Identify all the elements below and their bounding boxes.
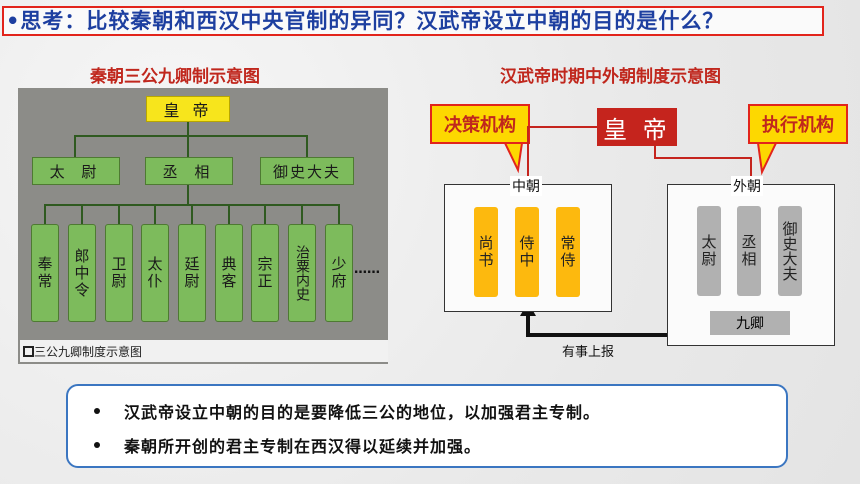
qin-emperor-box: 皇 帝 [146, 96, 230, 122]
discussion-question: •思考：比较秦朝和西汉中央官制的异同？汉武帝设立中朝的目的是什么？ [2, 6, 824, 36]
jiuqing-zongzheng: 宗正 [251, 224, 279, 322]
outer-jiuqing: 九卿 [710, 311, 790, 335]
outer-yushidafu: 御史大夫 [778, 206, 802, 296]
connector [81, 204, 83, 224]
summary-box [66, 384, 788, 468]
sangong-chengxiang: 丞 相 [145, 157, 233, 185]
execution-pointer [756, 142, 778, 176]
left-diagram-title: 秦朝三公九卿制示意图 [90, 67, 260, 87]
inner-changshi: 常侍 [556, 207, 580, 297]
sangong-taiwei: 太 尉 [32, 157, 120, 185]
outer-taiwei: 太尉 [697, 206, 721, 296]
report-label: 有事上报 [562, 345, 615, 360]
jiuqing-tingwei: 廷尉 [178, 224, 206, 322]
connector [118, 204, 120, 224]
execution-callout: 执行机构 [748, 104, 848, 144]
connector [154, 204, 156, 224]
inner-court-label: 中朝 [510, 176, 542, 196]
left-diagram-caption: 三公九卿制度示意图 [20, 340, 388, 362]
caption-text: 三公九卿制度示意图 [34, 344, 143, 359]
bullet-dot [94, 442, 100, 448]
inner-shangshu: 尚书 [474, 207, 498, 297]
connector [44, 204, 46, 224]
connector [338, 204, 340, 224]
outer-chengxiang: 丞相 [737, 206, 761, 296]
connector [301, 204, 303, 224]
sangong-yushidafu: 御史大夫 [260, 157, 354, 185]
square-bullet-icon [23, 346, 34, 357]
jiuqing-fengchang: 奉常 [31, 224, 59, 322]
decision-pointer [503, 142, 524, 174]
jiuqing-zhisuneishi: 治粟内史 [288, 224, 316, 322]
connector [264, 204, 266, 224]
summary-bullet-1: 汉武帝设立中朝的目的是要降低三公的地位，以加强君主专制。 [124, 403, 601, 422]
jiuqing-taipu: 太仆 [141, 224, 169, 322]
bullet-dot [94, 408, 100, 414]
ellipsis: …… [354, 262, 380, 277]
outer-court-label: 外朝 [731, 176, 763, 196]
han-emperor-box: 皇 帝 [597, 108, 677, 146]
decision-callout: 决策机构 [430, 104, 530, 144]
connector [228, 204, 230, 224]
connector [306, 135, 308, 157]
emperor-to-inner [527, 126, 597, 176]
jiuqing-weiwei: 卫尉 [105, 224, 133, 322]
jiuqing-dianke: 典客 [215, 224, 243, 322]
connector [74, 135, 76, 157]
jiuqing-langzhongling: 郎中令 [68, 224, 96, 322]
connector [187, 185, 189, 205]
connector [191, 204, 193, 224]
connector [187, 122, 189, 136]
inner-shizhong: 侍中 [515, 207, 539, 297]
connector [187, 135, 189, 157]
right-diagram-title: 汉武帝时期中外朝制度示意图 [500, 67, 721, 87]
jiuqing-shaofu: 少府 [325, 224, 353, 322]
connector [74, 135, 308, 137]
summary-bullet-2: 秦朝所开创的君主专制在西汉得以延续并加强。 [124, 437, 482, 456]
